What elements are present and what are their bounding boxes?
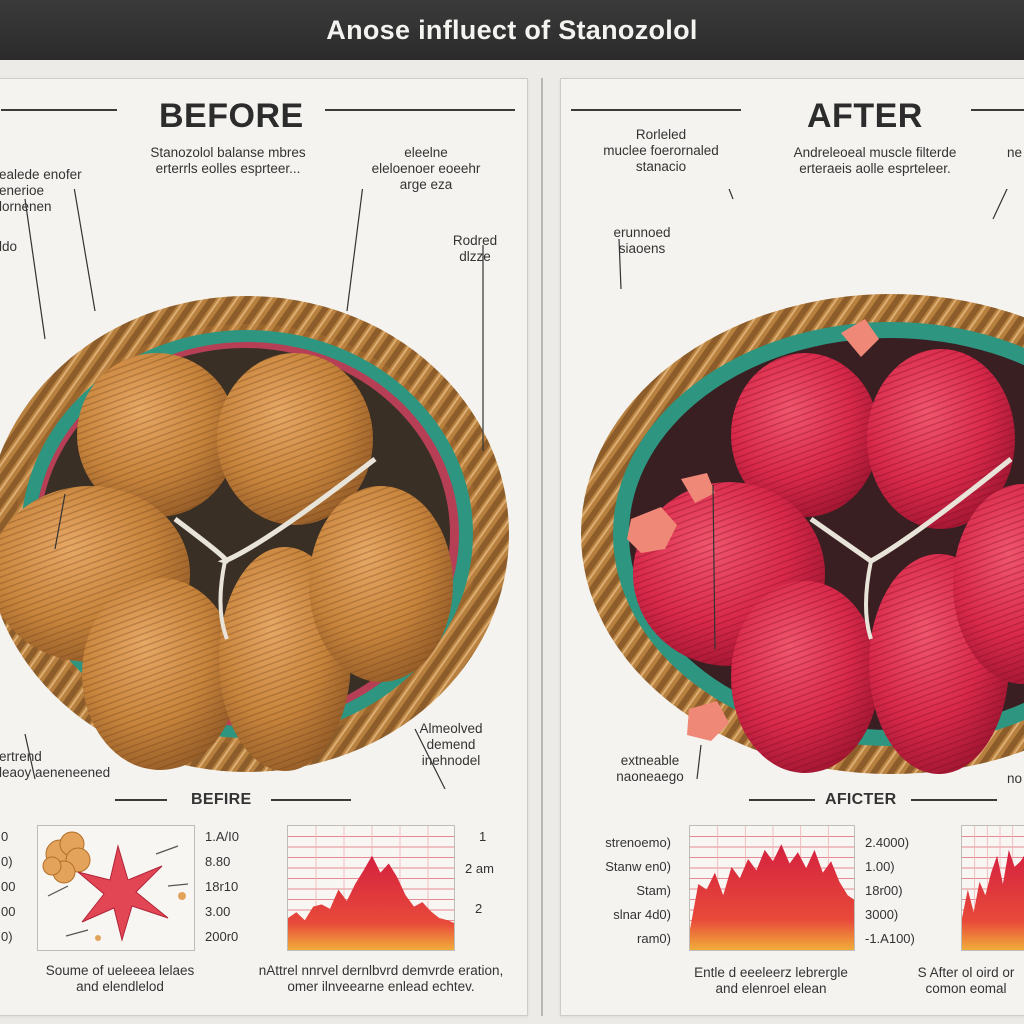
axis-label: 1 — [479, 829, 487, 844]
callout: ldo — [0, 239, 18, 254]
area-chart — [690, 826, 854, 950]
left-scale: 0 0) 00 00 0) — [1, 829, 31, 959]
fiber-illustration-frame — [37, 825, 195, 951]
muscle-bundle — [953, 484, 1024, 684]
sub-heading-rule — [911, 799, 997, 801]
leader-lines — [618, 189, 1008, 780]
area-chart-frame — [961, 825, 1024, 951]
heading-rule — [1, 109, 117, 111]
area-series — [962, 849, 1024, 950]
caption: nAttrel nnrvel dernlbvrd demvrde eration… — [258, 963, 504, 994]
after-sub-heading: AFICTER — [825, 791, 897, 808]
area-chart-frame — [287, 825, 455, 951]
before-panel: BEFORE Stanozolol balanse mbres erterrls… — [0, 78, 528, 1016]
sub-heading-rule — [115, 799, 167, 801]
scale-label: 18r10 — [205, 879, 239, 894]
scale-label: strenoemo) — [605, 835, 671, 850]
area-chart-frame — [689, 825, 855, 951]
sub-heading-rule — [749, 799, 815, 801]
muscle-bundle — [217, 353, 373, 525]
after-heading: AFTER — [807, 97, 923, 135]
callout: Andreleoeal muscle filterde erteraeis ao… — [793, 145, 957, 176]
heading-rule — [571, 109, 741, 111]
area-series — [690, 844, 854, 950]
scale-label: -1.A100) — [865, 931, 915, 946]
right-scale: 1.A/I0 8.80 18r10 3.00 200r0 — [205, 829, 277, 959]
scale-label: 0) — [1, 929, 13, 944]
scale-label: 2.4000) — [865, 835, 910, 850]
scale-label: Stanw en0) — [605, 859, 671, 874]
axis-label: 2 am — [465, 861, 494, 876]
before-sub-heading: BEFIRE — [191, 791, 252, 808]
caption: Entle d eeeleerz lebrergle and elenroel … — [694, 965, 848, 996]
heading-rule — [971, 109, 1024, 111]
muscle-bundle — [77, 353, 237, 517]
axis-label: 2 — [475, 901, 483, 916]
right-axis: 1 2 am 2 — [465, 829, 525, 959]
muscle-illustration-before — [0, 189, 509, 789]
callout: Rorleled muclee foerornaled stanacio — [603, 127, 719, 174]
scale-label: 18r00) — [865, 883, 903, 898]
panel-divider — [541, 78, 543, 1016]
scale-label: 0) — [1, 854, 13, 869]
page-title: Anose influect of Stanozolol — [326, 14, 698, 45]
scale-label: 1.A/I0 — [205, 829, 239, 844]
scale-label: 1.00) — [865, 859, 895, 874]
before-heading: BEFORE — [159, 97, 304, 135]
callout: no — [1007, 771, 1023, 786]
scale-label: 3000) — [865, 907, 899, 922]
scale-label: 0 — [1, 829, 9, 844]
scale-label: ram0) — [637, 931, 671, 946]
callout: Stanozolol balanse mbres erterrls eolles… — [150, 145, 306, 176]
sub-heading-rule — [271, 799, 351, 801]
callout: ne — [1007, 145, 1023, 160]
after-panel: AFTER Rorleled muclee foerornaled stanac… — [560, 78, 1024, 1016]
scale-label: 8.80 — [205, 854, 231, 869]
muscle-bundle — [731, 581, 879, 773]
callout: Almeolved demend inehnodel — [419, 721, 483, 768]
caption: Soume of ueleeea lelaes and elendlelod — [45, 963, 195, 994]
heading-rule — [325, 109, 515, 111]
damaged-tissue — [627, 319, 879, 741]
leader-lines — [24, 189, 484, 789]
muscle-bundle — [731, 353, 879, 517]
muscle-illustration-after — [581, 189, 1024, 780]
callout: erunnoed siaoens — [613, 225, 671, 256]
muscle-bundle — [82, 578, 238, 770]
scale-label: 200r0 — [205, 929, 239, 944]
scale-label: 00 — [1, 904, 16, 919]
right-scale: 2.4000) 1.00) 18r00) 3000) -1.A100) — [865, 835, 949, 965]
fiber-illustration — [42, 831, 189, 942]
area-chart — [288, 826, 454, 950]
muscle-bundle — [309, 486, 453, 682]
callout: extneable naoneaego — [616, 753, 684, 784]
scale-label: 3.00 — [205, 904, 231, 919]
caption: S After ol oird or comon eomal — [917, 965, 1015, 996]
area-chart — [962, 826, 1024, 950]
scale-label: 00 — [1, 879, 16, 894]
left-scale: strenoemo) Stanw en0) Stam) slnar 4d0) r… — [565, 835, 671, 965]
title-bar: Anose influect of Stanozolol — [0, 0, 1024, 60]
star-cell — [77, 844, 169, 942]
scale-label: Stam) — [636, 883, 671, 898]
fiber-cluster — [42, 831, 91, 884]
scale-label: slnar 4d0) — [613, 907, 671, 922]
callout: eleelne eleloenoer eoeehr arge eza — [371, 145, 481, 192]
area-series — [288, 855, 454, 950]
